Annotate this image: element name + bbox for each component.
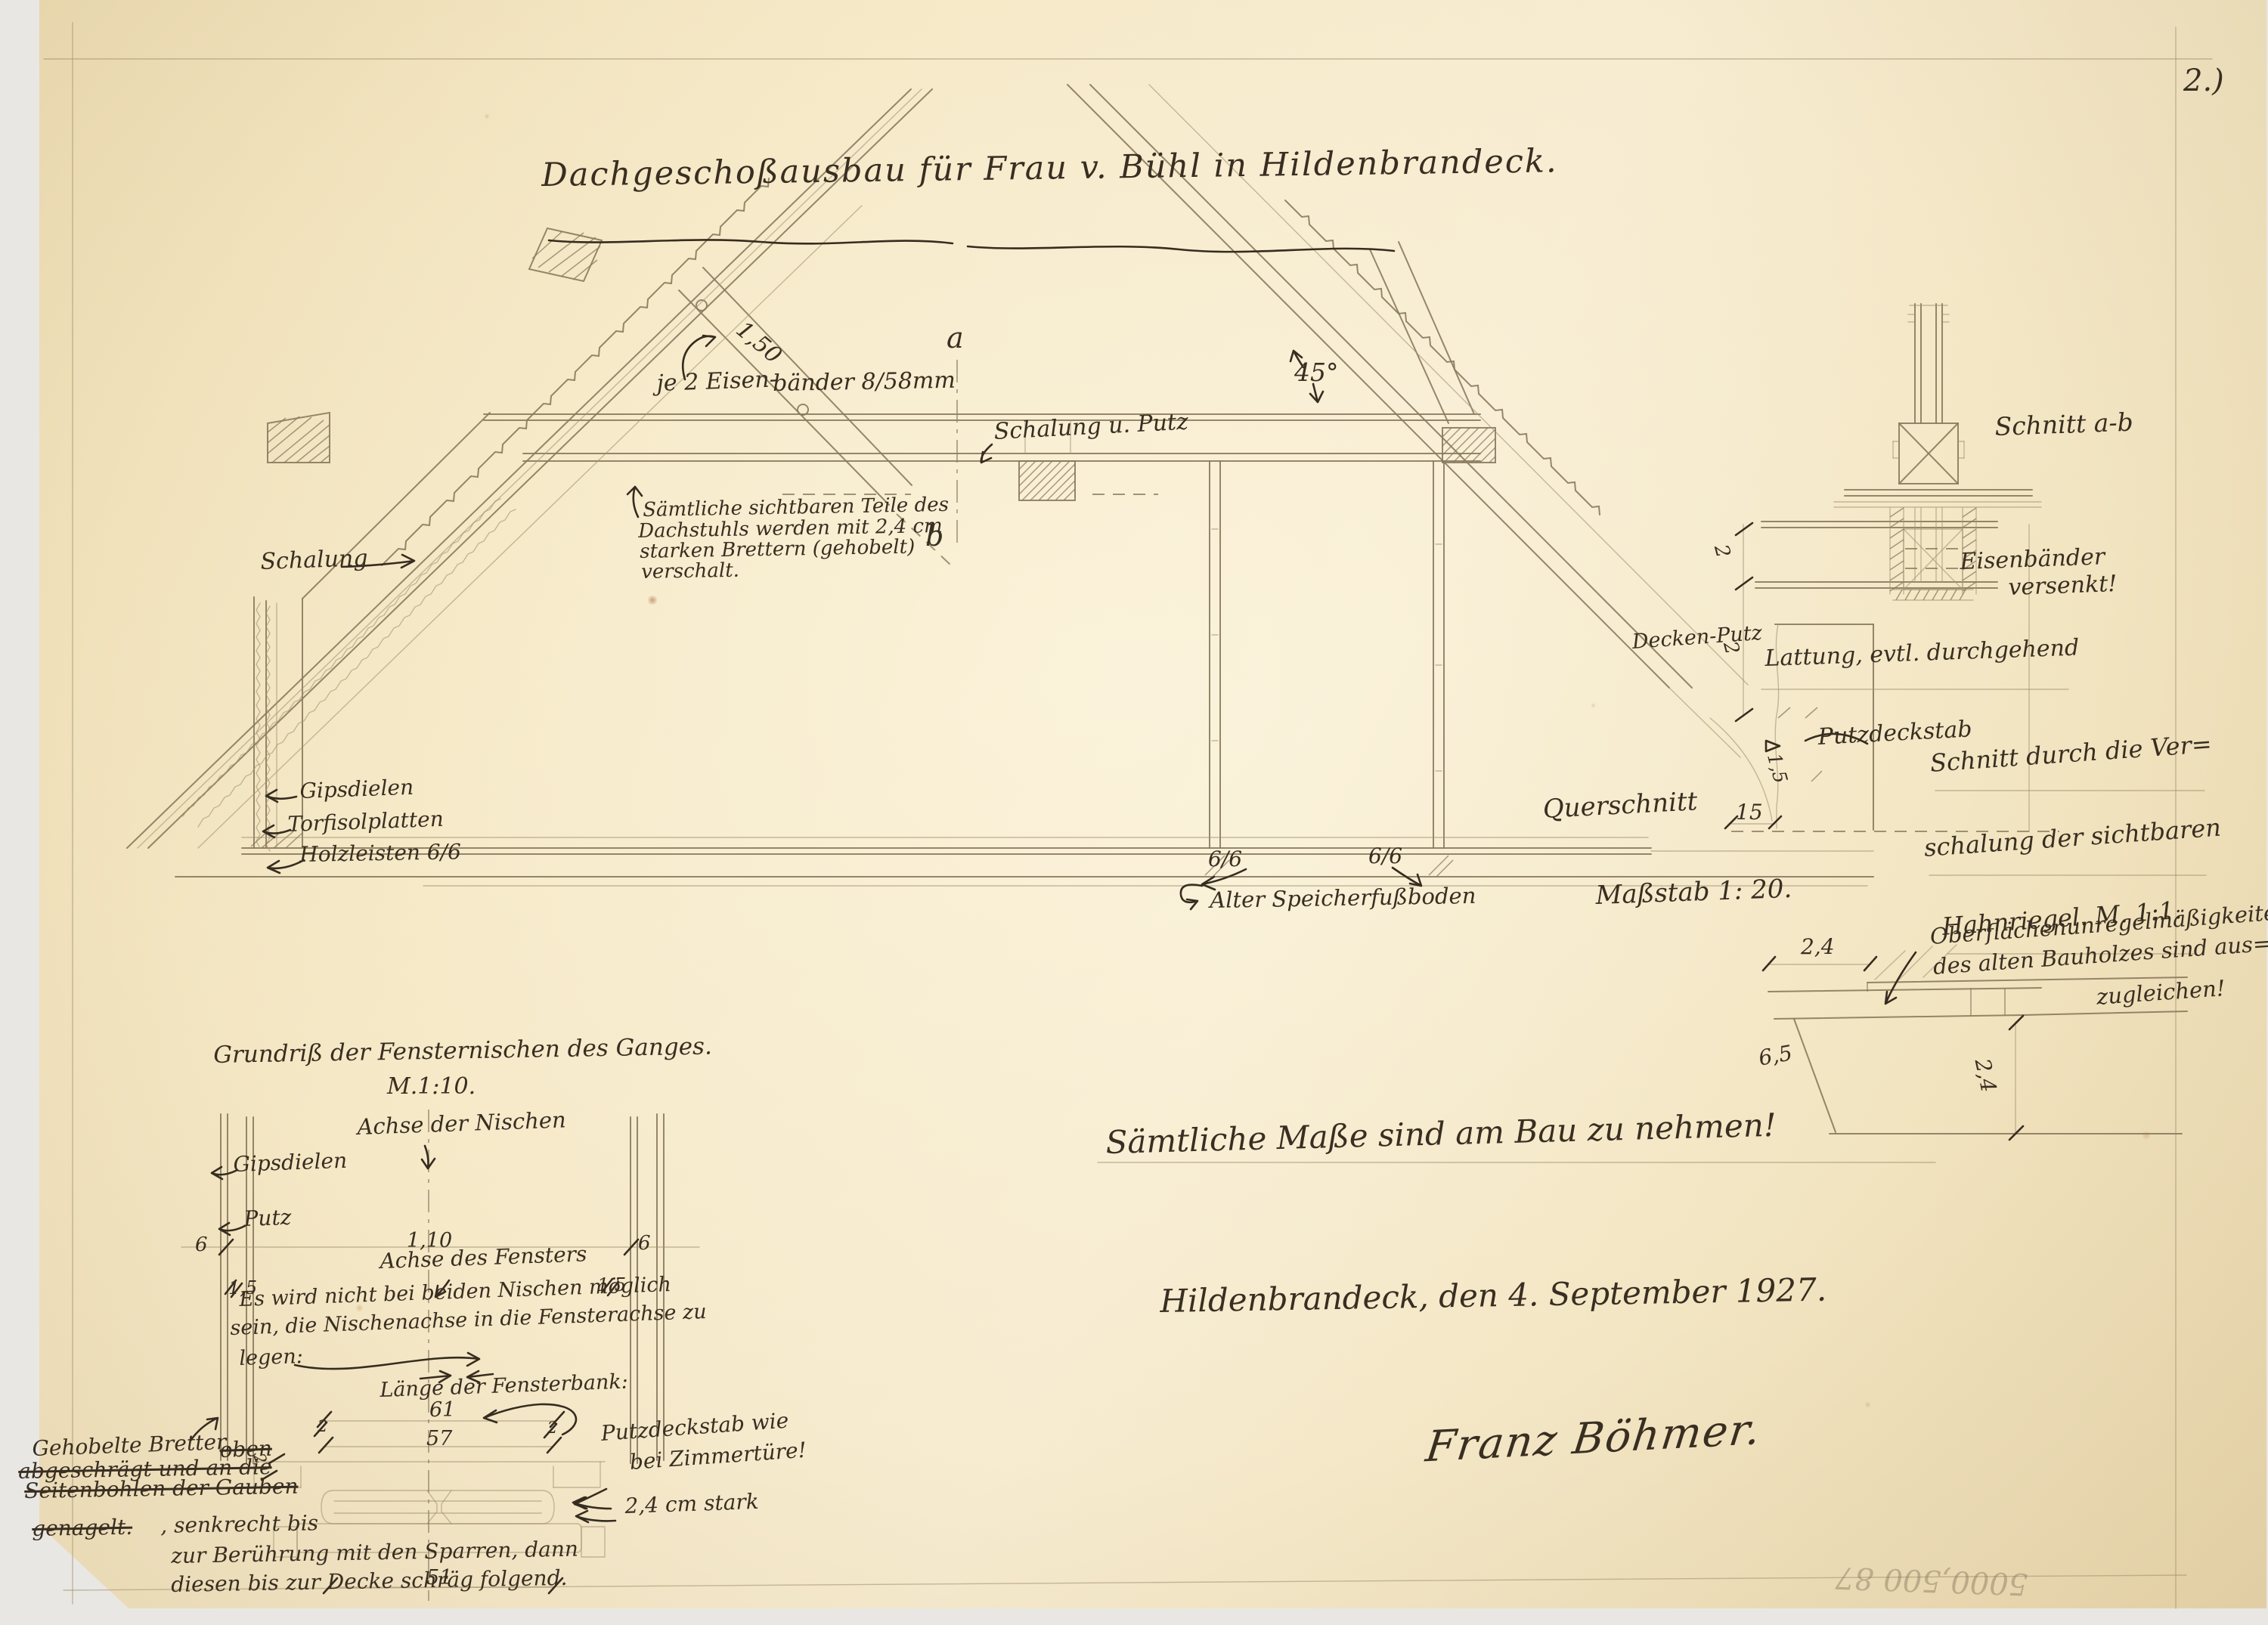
post-dim-right: 6/6 xyxy=(1368,843,1403,868)
plan-putz-label: Putz xyxy=(243,1204,292,1231)
plan-dim-15-right: 1,5 xyxy=(597,1274,627,1295)
section-mark-a: a xyxy=(947,321,964,354)
dim-51: 51 xyxy=(426,1566,453,1589)
massstab-label: Maßstab 1: 20. xyxy=(1594,873,1792,911)
floor-label: Alter Speicherfußboden xyxy=(1209,882,1476,913)
post-dim-left: 6/6 xyxy=(1208,847,1243,871)
section-mark-b: b xyxy=(925,519,944,552)
sheet-number: 2.) xyxy=(2183,63,2224,98)
ghost-inventory-number: 5000,500 87 xyxy=(1835,1559,2028,1602)
bretter-note-cont1: , senkrecht bis xyxy=(160,1510,319,1538)
dim-15: 15 xyxy=(1736,800,1763,825)
plan-gipsdielen-label: Gipsdielen xyxy=(232,1147,348,1177)
struck-word-genagelt: genagelt. xyxy=(31,1514,133,1541)
dim-2-sill-left: 2 xyxy=(318,1417,328,1435)
holzleisten-label: Holzleisten 6/6 xyxy=(299,839,462,867)
niche-note-line3: legen: xyxy=(238,1345,304,1370)
iron-bands-label-1: je 2 Eisen- xyxy=(655,366,778,397)
boarding-note-line4: verschalt. xyxy=(640,559,740,583)
dim-2-sill-right: 2 xyxy=(547,1419,558,1437)
detail-ab-title: Schnitt a-b xyxy=(1994,407,2134,441)
dim-57: 57 xyxy=(426,1427,453,1450)
thickness-label: 2,4 cm stark xyxy=(624,1488,760,1518)
plan-dim-15-left: 1,5 xyxy=(228,1277,258,1298)
iron-bands-label-2: bänder 8/58mm xyxy=(772,367,956,397)
plan-dim-6-right: 6 xyxy=(638,1232,651,1255)
struck-line-3: Seitenbohlen der Gauben xyxy=(23,1473,299,1503)
dim-61: 61 xyxy=(429,1398,456,1422)
plan-dim-110: 1,10 xyxy=(407,1229,453,1252)
gipsdielen-label: Gipsdielen xyxy=(299,774,414,803)
detail-ab-note2: versenkt! xyxy=(2007,570,2118,601)
board-dim-24-top: 2,4 xyxy=(1801,934,1835,959)
angle-45-label: 45° xyxy=(1294,358,1339,387)
board-dim-24-side: 2,4 xyxy=(1969,1056,2002,1095)
paper-sheet xyxy=(39,0,2266,1608)
boarding-note-line3: starken Brettern (gehobelt) xyxy=(639,535,916,563)
plan-scale: M.1:10. xyxy=(387,1073,476,1100)
schalung-label: Schalung xyxy=(259,545,369,575)
board-dim-65: 6,5 xyxy=(1756,1040,1795,1071)
torf-label: Torfisolplatten xyxy=(287,806,445,837)
detail-ab-note1: Eisenbänder xyxy=(1959,543,2105,575)
plan-dim-6-left: 6 xyxy=(195,1233,208,1256)
